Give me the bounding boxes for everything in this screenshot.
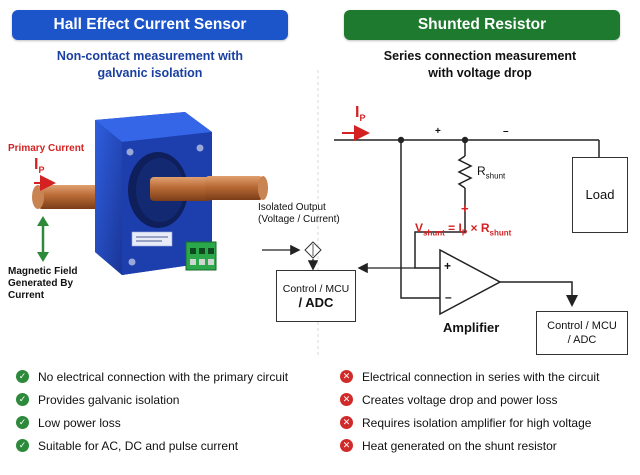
check-icon: ✓ <box>16 439 29 452</box>
shunt-plus-top: + <box>435 126 441 137</box>
hall-sensor-title: Hall Effect Current Sensor <box>12 10 288 40</box>
shunt-ip-label: IP <box>355 104 366 124</box>
list-item: ✓Suitable for AC, DC and pulse current <box>16 434 288 457</box>
shunt-subtitle: Series connection measurement with volta… <box>383 49 577 80</box>
isolated-output-label: Isolated Output (Voltage / Current) <box>258 202 340 225</box>
shunt-resistor-symbol <box>457 140 473 198</box>
list-item: ✓Provides galvanic isolation <box>16 388 288 411</box>
hall-feature-list: ✓No electrical connection with the prima… <box>16 365 288 457</box>
isolation-coupler-icon <box>304 241 322 259</box>
cross-icon: ✕ <box>340 393 353 406</box>
list-item: ✓No electrical connection with the prima… <box>16 365 288 388</box>
magnetic-field-label: Magnetic Field Generated By Current <box>8 266 78 301</box>
shunt-resistor-title: Shunted Resistor <box>344 10 620 40</box>
amp-minus-sign: – <box>445 290 452 304</box>
shunt-plus-under: + <box>461 201 469 216</box>
ip-label: IP <box>34 156 45 176</box>
list-item: ✕Requires isolation amplifier for high v… <box>340 411 599 434</box>
list-item: ✓Low power loss <box>16 411 288 434</box>
list-item: ✕Electrical connection in series with th… <box>340 365 599 388</box>
vshunt-equation: Vshunt = IP × Rshunt <box>415 221 512 238</box>
hall-sensor-subtitle: Non-contact measurement with galvanic is… <box>56 49 244 80</box>
load-box: Load <box>572 157 628 233</box>
shunt-control-box: Control / MCU / ADC <box>536 311 628 355</box>
check-icon: ✓ <box>16 393 29 406</box>
check-icon: ✓ <box>16 370 29 383</box>
list-item: ✕Heat generated on the shunt resistor <box>340 434 599 457</box>
check-icon: ✓ <box>16 416 29 429</box>
rshunt-label: Rshunt <box>477 164 506 181</box>
cross-icon: ✕ <box>340 439 353 452</box>
terminal-block <box>185 241 217 271</box>
primary-current-label: Primary Current <box>8 143 85 154</box>
shunt-feature-list: ✕Electrical connection in series with th… <box>340 365 599 457</box>
amplifier-symbol <box>439 248 502 316</box>
shunt-minus-top: – <box>503 126 509 137</box>
cross-icon: ✕ <box>340 416 353 429</box>
amplifier-label: Amplifier <box>443 320 500 335</box>
magnetic-field-arrow <box>37 216 49 262</box>
cross-icon: ✕ <box>340 370 353 383</box>
amp-plus-sign: + <box>444 259 452 273</box>
list-item: ✕Creates voltage drop and power loss <box>340 388 599 411</box>
hall-control-box: Control / MCU / ADC <box>276 270 356 322</box>
